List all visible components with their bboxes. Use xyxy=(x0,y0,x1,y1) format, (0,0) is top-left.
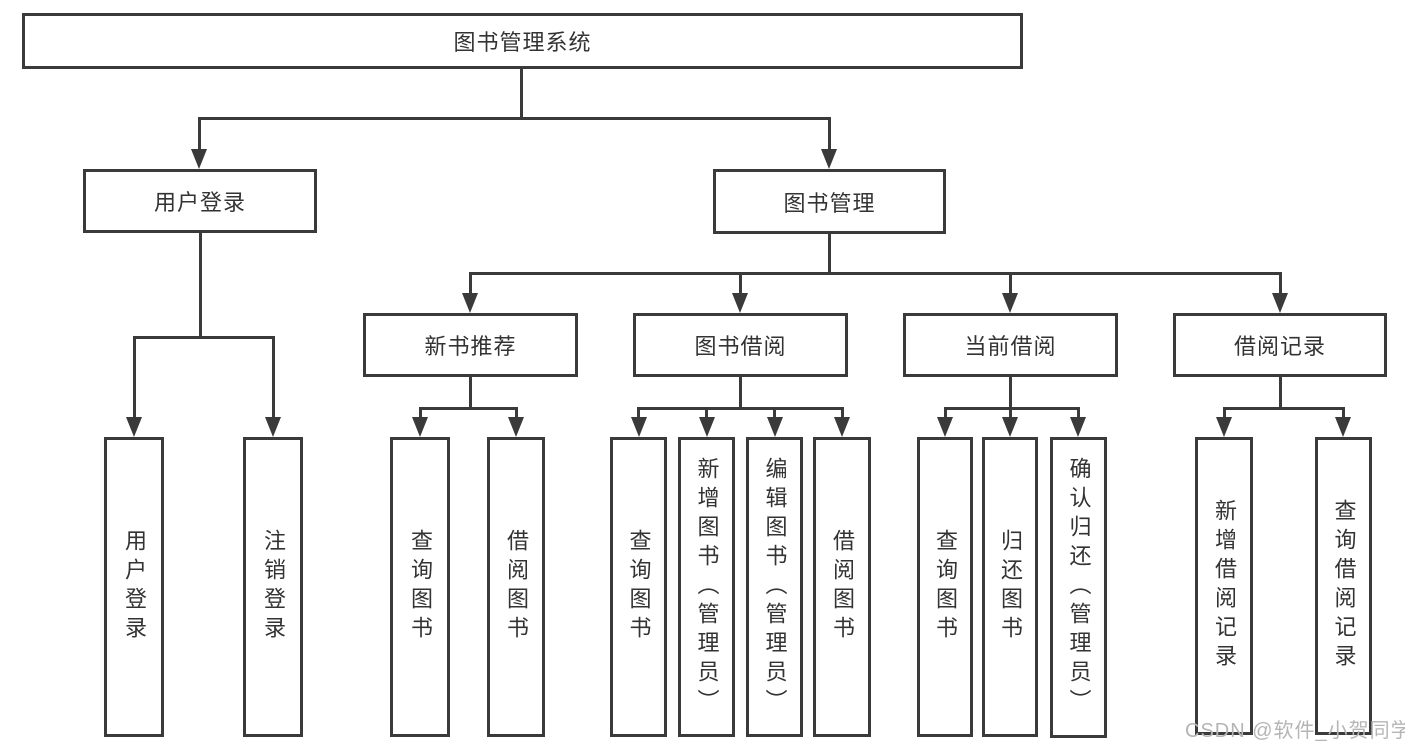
node-book-manage-label: 图书管理 xyxy=(783,190,876,216)
arrowhead-to-rcd-add xyxy=(1216,417,1232,437)
arrowhead-to-bor-borrow xyxy=(834,417,850,437)
node-new-book-rec-label: 新书推荐 xyxy=(424,334,517,359)
connector-borrow-drop-2 xyxy=(705,407,708,419)
node-borrow-record-label: 借阅记录 xyxy=(1233,334,1326,359)
node-leaf-login: 用户登录 xyxy=(104,437,164,737)
arrowhead-to-rcd-query xyxy=(1335,417,1351,437)
node-leaf-rcd-query-label: 查询借阅记录 xyxy=(1331,499,1357,673)
node-leaf-rcd-add: 新增借阅记录 xyxy=(1195,437,1253,735)
connector-record-drop-1 xyxy=(1222,407,1226,419)
connector-login-drop-2 xyxy=(271,336,275,419)
node-root-label: 图书管理系统 xyxy=(453,30,592,55)
arrowhead-to-rec-borrow xyxy=(508,417,524,437)
arrowhead-to-borrow-record xyxy=(1272,293,1288,313)
connector-manage-drop-1 xyxy=(468,272,472,295)
node-borrow-record: 借阅记录 xyxy=(1173,313,1387,377)
connector-record-rail xyxy=(1222,407,1345,410)
connector-rec-stem xyxy=(469,377,472,407)
node-current-borrow-label: 当前借阅 xyxy=(964,334,1057,359)
arrowhead-to-leaf-login xyxy=(126,417,142,437)
connector-manage-drop-3 xyxy=(1008,272,1012,295)
node-leaf-cur-confirm: 确认归还（管理员） xyxy=(1050,437,1107,738)
connector-manage-stem xyxy=(827,234,831,272)
connector-login-rail xyxy=(132,336,275,339)
arrowhead-to-book-manage xyxy=(821,149,837,169)
node-leaf-rec-query: 查询图书 xyxy=(390,437,450,737)
node-leaf-cur-query: 查询图书 xyxy=(917,437,973,737)
node-leaf-logout-label: 注销登录 xyxy=(261,529,286,645)
connector-rec-rail xyxy=(418,407,518,410)
arrowhead-to-book-borrow xyxy=(732,293,748,313)
node-leaf-bor-add: 新增图书（管理员） xyxy=(678,437,735,737)
arrowhead-to-leaf-logout xyxy=(265,417,281,437)
connector-borrow-rail xyxy=(637,407,844,410)
arrowhead-to-bor-edit xyxy=(766,417,783,437)
connector-rec-drop-1 xyxy=(418,407,422,419)
connector-record-stem xyxy=(1278,377,1282,407)
node-leaf-rcd-add-label: 新增借阅记录 xyxy=(1212,499,1237,673)
arrowhead-to-bor-add xyxy=(698,417,715,437)
node-leaf-rec-query-label: 查询图书 xyxy=(408,529,433,645)
node-leaf-cur-return: 归还图书 xyxy=(982,437,1038,737)
node-user-login: 用户登录 xyxy=(83,169,317,233)
node-new-book-rec: 新书推荐 xyxy=(363,313,578,377)
connector-root-drop-right xyxy=(827,117,831,151)
connector-record-drop-2 xyxy=(1341,407,1345,419)
arrowhead-to-rec-query xyxy=(412,417,428,437)
arrowhead-to-cur-query xyxy=(937,417,953,437)
connector-current-drop-3 xyxy=(1076,407,1080,419)
arrowhead-to-current-borrow xyxy=(1002,293,1018,313)
connector-current-drop-1 xyxy=(943,407,947,419)
node-book-manage: 图书管理 xyxy=(713,169,946,234)
connector-borrow-stem xyxy=(739,377,742,407)
node-leaf-bor-edit: 编辑图书（管理员） xyxy=(746,437,803,737)
connector-manage-rail xyxy=(468,272,1282,275)
connector-manage-drop-2 xyxy=(738,272,742,295)
node-leaf-cur-query-label: 查询图书 xyxy=(933,529,958,645)
connector-root-drop-left xyxy=(197,117,201,151)
node-leaf-cur-return-label: 归还图书 xyxy=(998,529,1023,645)
connector-borrow-drop-1 xyxy=(637,407,640,419)
arrowhead-to-bor-query xyxy=(630,417,647,437)
connector-borrow-drop-3 xyxy=(773,407,776,419)
node-leaf-bor-query: 查询图书 xyxy=(610,437,667,737)
node-leaf-rec-borrow-label: 借阅图书 xyxy=(504,529,529,645)
node-user-login-label: 用户登录 xyxy=(153,190,246,215)
connector-login-stem xyxy=(198,233,202,336)
node-leaf-bor-query-label: 查询图书 xyxy=(626,529,652,645)
connector-current-stem xyxy=(1009,377,1012,407)
arrowhead-to-user-login xyxy=(191,149,207,169)
connector-root-stem xyxy=(519,69,523,117)
node-leaf-login-label: 用户登录 xyxy=(122,529,147,645)
connector-borrow-drop-4 xyxy=(840,407,844,419)
node-book-borrow-label: 图书借阅 xyxy=(694,334,787,359)
connector-current-rail xyxy=(943,407,1080,410)
connector-rec-drop-2 xyxy=(514,407,518,419)
connector-manage-drop-4 xyxy=(1278,272,1282,295)
node-leaf-bor-borrow-label: 借阅图书 xyxy=(830,529,855,645)
arrowhead-to-new-book-rec xyxy=(462,293,478,313)
node-leaf-rcd-query: 查询借阅记录 xyxy=(1315,437,1372,735)
csdn-watermark: CSDN @软件_小贺同学 xyxy=(1185,720,1405,742)
node-leaf-cur-confirm-label: 确认归还（管理员） xyxy=(1066,457,1092,718)
node-leaf-bor-add-label: 新增图书（管理员） xyxy=(694,456,720,718)
node-leaf-bor-borrow: 借阅图书 xyxy=(813,437,871,737)
connector-login-drop-1 xyxy=(132,336,136,419)
connector-current-drop-2 xyxy=(1008,407,1012,419)
arrowhead-to-cur-return xyxy=(1002,417,1018,437)
node-leaf-rec-borrow: 借阅图书 xyxy=(487,437,545,737)
node-leaf-logout: 注销登录 xyxy=(243,437,303,737)
connector-root-rail xyxy=(197,117,831,120)
node-current-borrow: 当前借阅 xyxy=(903,313,1118,377)
node-root: 图书管理系统 xyxy=(22,13,1023,69)
node-leaf-bor-edit-label: 编辑图书（管理员） xyxy=(762,456,788,718)
arrowhead-to-cur-confirm xyxy=(1070,417,1086,437)
node-book-borrow: 图书借阅 xyxy=(633,313,848,377)
